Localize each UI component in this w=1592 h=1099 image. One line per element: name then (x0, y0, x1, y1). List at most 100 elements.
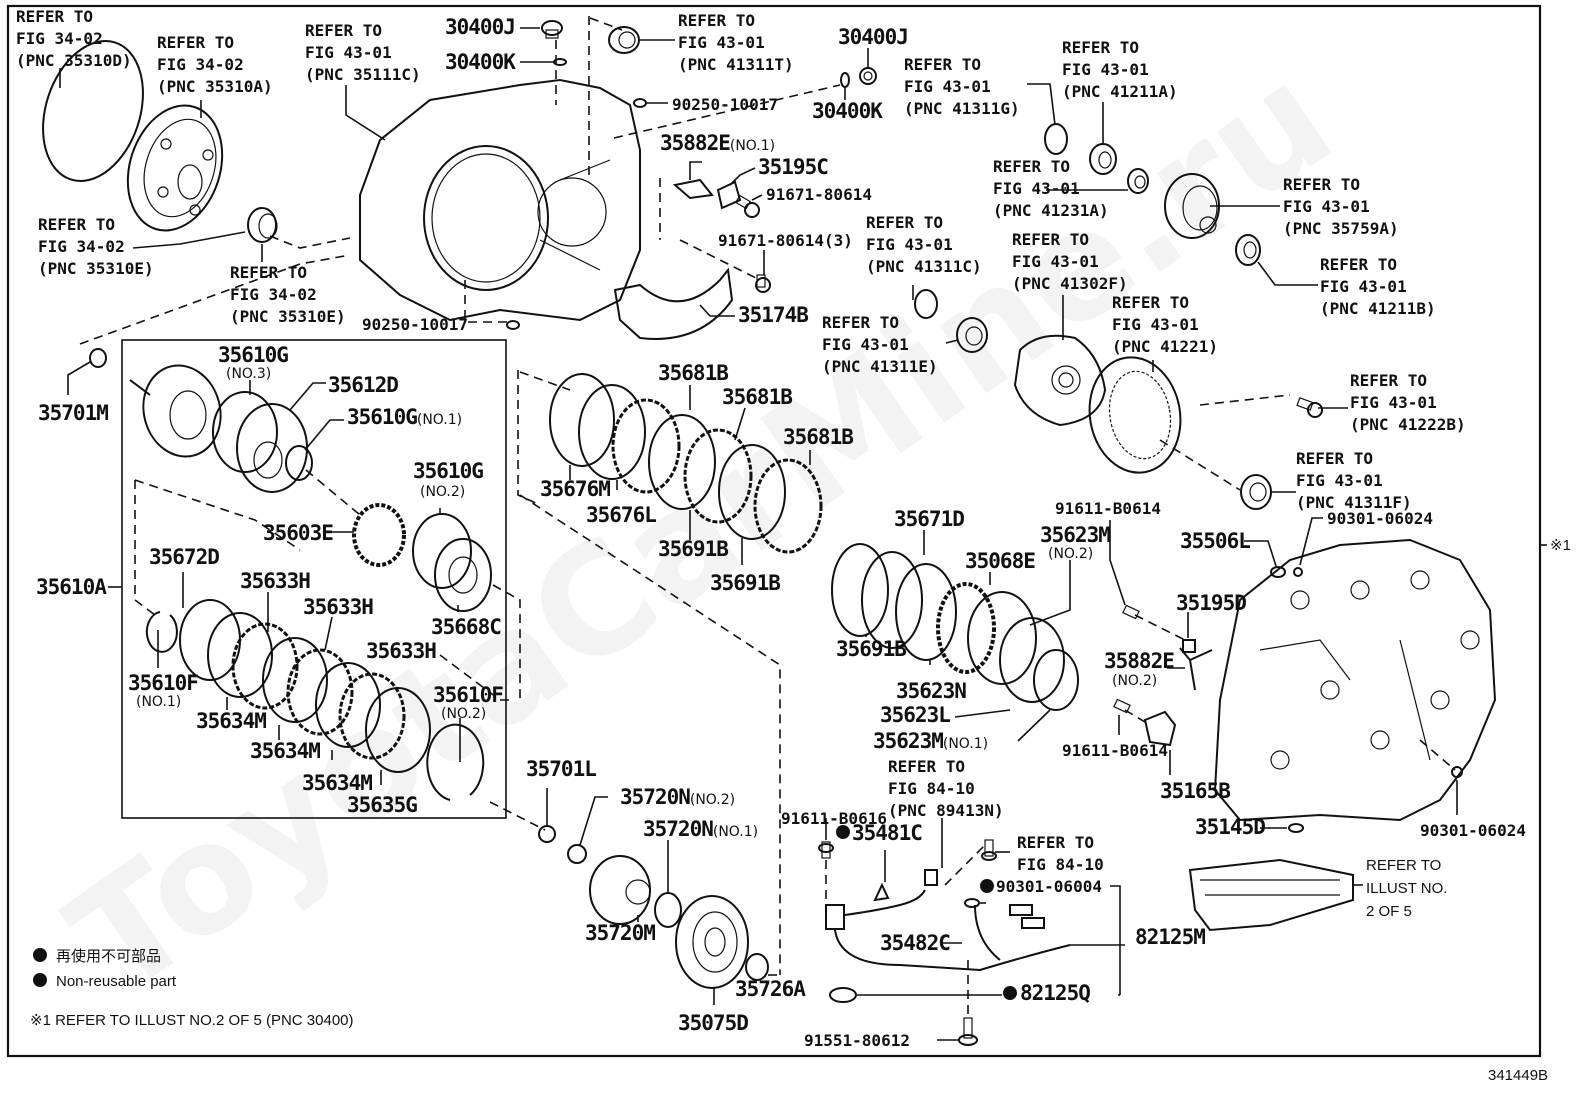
label-35610F-no2: 35610F (433, 683, 503, 707)
bearing-35701M (89, 348, 107, 368)
oil-seal-41311T (608, 26, 640, 54)
valve-body (1188, 858, 1354, 932)
label-30400J: 30400J (445, 15, 515, 39)
label-35610G-no1: 35610G(NO.1) (347, 405, 462, 429)
assembly-dashed-lines (79, 16, 1456, 1020)
o-ring-35610G-no1 (285, 445, 313, 481)
flange-35635G (365, 687, 431, 773)
label-35691B-3: 35691B (836, 637, 906, 661)
bolt-fig-84-10 (981, 839, 997, 861)
label-35145D: 35145D (1195, 815, 1265, 839)
plate-35676L (578, 384, 646, 480)
ring-35676M (549, 373, 615, 467)
washer-35720N-no1 (654, 892, 682, 928)
disc-35633H-3 (338, 672, 406, 760)
planetary-35720M (589, 855, 651, 925)
disc-35634M-1 (207, 612, 273, 698)
non-reusable-dot-35481C (836, 825, 850, 839)
legend-non-reusable-en: Non-reusable part (56, 973, 177, 990)
differential-case-41302F (1013, 334, 1107, 427)
snap-ring-35610F-no1 (145, 611, 178, 653)
clamp-35882E (672, 178, 714, 200)
bolt-91611-B0614-top (1122, 604, 1140, 620)
label-35610F-no2-sub: (NO.2) (441, 706, 486, 722)
label-35676M: 35676M (540, 477, 610, 501)
label-35165B: 35165B (1160, 779, 1230, 803)
part-number-labels: 30400J 30400K 30400J 30400K 90250-10017 … (36, 15, 1526, 1050)
plate-35691B-1 (648, 414, 716, 510)
label-35720M: 35720M (585, 921, 655, 945)
label-35603E: 35603E (263, 521, 333, 545)
label-35882E-no2: 35882E (1104, 649, 1174, 673)
ring-gear-41221 (1088, 356, 1182, 474)
label-91671-80614: 91671-80614 (766, 185, 872, 204)
illustration-id: 341449B (1488, 1067, 1548, 1084)
label-82125M: 82125M (1135, 925, 1205, 949)
label-35481C: 35481C (852, 821, 922, 845)
bracket-35195C (716, 180, 742, 210)
wire-harness-82125M (825, 889, 1071, 972)
bearing-35701L (538, 825, 556, 843)
bolt-91551-80612 (958, 1017, 978, 1046)
label-90301-06024-top: 90301-06024 (1327, 509, 1433, 528)
label-35610F-no1: 35610F (128, 671, 198, 695)
bolt-91671 (734, 194, 760, 218)
label-90301-06024-bottom: 90301-06024 (1420, 821, 1526, 840)
label-91671-80614-3: 91671-80614(3) (718, 231, 853, 250)
washer-35726A (745, 953, 769, 981)
label-30400J-right: 30400J (838, 25, 908, 49)
label-91611-B0614-bottom: 91611-B0614 (1062, 741, 1168, 760)
label-35672D: 35672D (149, 545, 219, 569)
bolt-91611-B0614-bottom (1113, 698, 1131, 714)
label-35726A: 35726A (735, 977, 806, 1001)
cover-35174B (613, 267, 734, 340)
label-35635G: 35635G (347, 793, 417, 817)
label-35634M-3: 35634M (302, 771, 372, 795)
gasket-30400K-right (840, 72, 850, 88)
leader-lines (59, 27, 1547, 1041)
label-35623M-no1: 35623M(NO.1) (873, 729, 988, 753)
non-reusable-dot-82125Q (1003, 986, 1017, 1000)
snap-ring-35610F-no2 (426, 723, 485, 801)
bolt-91671-3 (755, 274, 771, 293)
bolt-90250-bottom (506, 320, 520, 330)
gasket-90301-06024-bottom (1451, 766, 1463, 778)
label-90301-06004: 90301-06004 (996, 877, 1102, 896)
label-35634M-2: 35634M (250, 739, 320, 763)
o-ring-35623M-no2 (967, 591, 1037, 685)
disc-35681B-1 (611, 398, 681, 494)
gasket-90301-06004 (964, 898, 980, 908)
label-90250-10017-top: 90250-10017 (672, 95, 778, 114)
label-35633H-1: 35633H (240, 569, 310, 593)
o-ring-82125Q (829, 987, 857, 1003)
bearing-41311F (1240, 474, 1272, 510)
disc-35634M-3 (315, 662, 381, 748)
non-reusable-dot-90301-06004 (980, 879, 994, 893)
label-35882E-no1: 35882E(NO.1) (660, 131, 775, 155)
o-ring-35310D (42, 40, 144, 182)
nut-41231A (1127, 168, 1149, 194)
label-35610G-no3: 35610G (218, 343, 288, 367)
label-82125Q: 82125Q (1020, 981, 1090, 1005)
label-35668C: 35668C (431, 615, 501, 639)
gasket-90301-06024-top (1293, 567, 1303, 577)
piston-35668C (434, 538, 492, 612)
label-35633H-3: 35633H (366, 639, 436, 663)
legend-footnote: ※1 REFER TO ILLUST NO.2 OF 5 (PNC 30400) (30, 1012, 354, 1029)
cover-35165B (1143, 710, 1177, 747)
label-35610G-no2: 35610G (413, 459, 483, 483)
label-35610A: 35610A (36, 575, 107, 599)
